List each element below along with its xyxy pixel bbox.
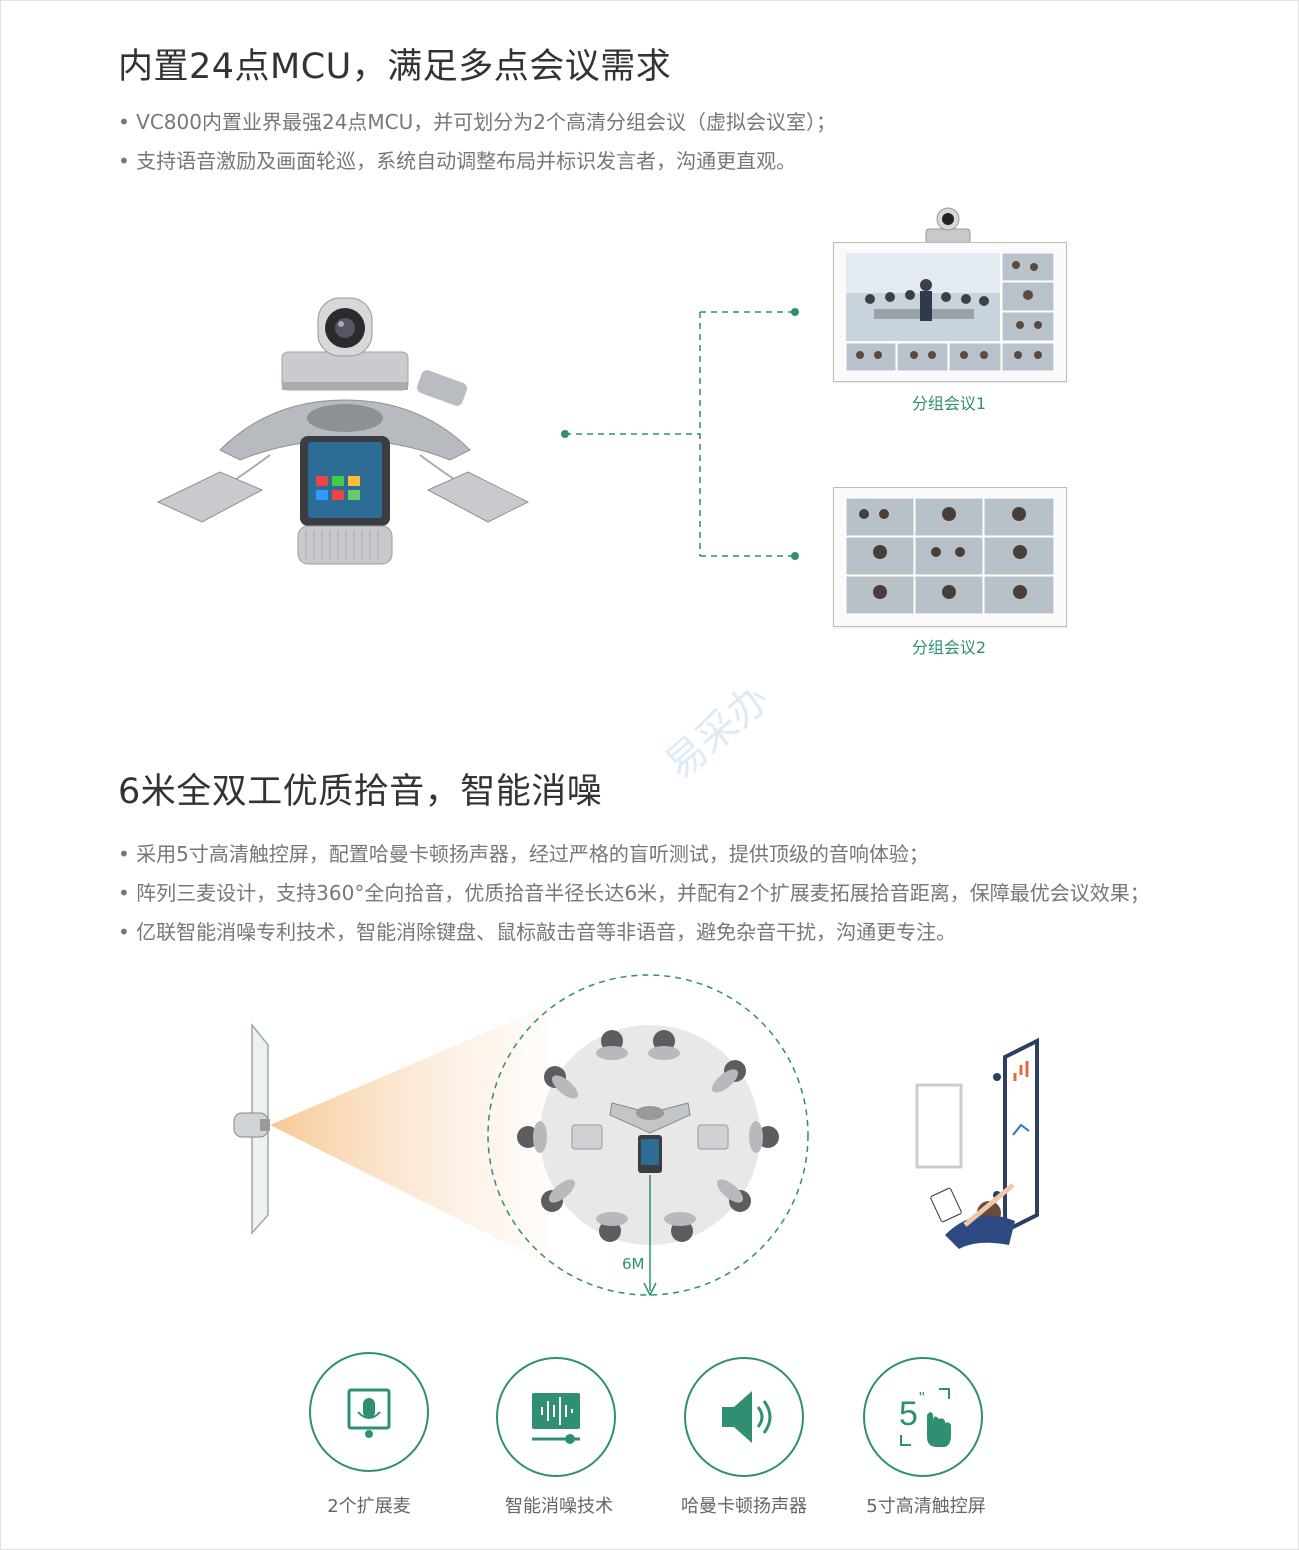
section1-bullet: 支持语音激励及画面轮巡，系统自动调整布局并标识发言者，沟通更直观。	[118, 142, 836, 181]
feature-touchscreen: 5 "	[863, 1357, 983, 1477]
section2-bullet: 亿联智能消噪专利技术，智能消除键盘、鼠标敲击音等非语音，避免杂音干扰，沟通更专注…	[118, 913, 1150, 952]
group-meeting-1-label: 分组会议1	[911, 394, 987, 413]
section2-bullet: 采用5寸高清触控屏，配置哈曼卡顿扬声器，经过严格的盲听测试，提供顶级的音响体验；	[118, 835, 1150, 874]
feature-noise-reduction	[496, 1357, 616, 1477]
video-grid-2	[845, 497, 1055, 615]
svg-text:": "	[919, 1390, 925, 1407]
section1-title: 内置24点MCU，满足多点会议需求	[118, 47, 672, 87]
connector-lines	[561, 308, 799, 560]
feature-label: 2个扩展麦	[327, 1496, 411, 1517]
feature-label: 哈曼卡顿扬声器	[681, 1496, 807, 1517]
pickup-range-diagram	[233, 974, 809, 1297]
video-grid-1	[845, 252, 1055, 372]
feature-label: 智能消噪技术	[505, 1496, 613, 1517]
feature-label: 5寸高清触控屏	[866, 1496, 986, 1517]
speaker-icon	[722, 1391, 772, 1443]
presenter-whiteboard-illustration	[915, 1037, 1039, 1249]
section1-bullet: VC800内置业界最强24点MCU，并可划分为2个高清分组会议（虚拟会议室）；	[118, 103, 836, 142]
feature-speaker	[684, 1357, 804, 1477]
feature-extension-mic	[309, 1352, 429, 1472]
top-camera-icon	[925, 207, 971, 244]
group-meeting-2-label: 分组会议2	[911, 638, 987, 657]
section2-title: 6米全双工优质拾音，智能消噪	[118, 772, 603, 812]
section2-bullet: 阵列三麦设计，支持360°全向拾音，优质拾音半径长达6米，并配有2个扩展麦拓展拾…	[118, 874, 1150, 913]
group-meeting-1-display	[833, 242, 1067, 382]
section2-bullets: 采用5寸高清触控屏，配置哈曼卡顿扬声器，经过严格的盲听测试，提供顶级的音响体验；…	[118, 835, 1150, 952]
section1-bullets: VC800内置业界最强24点MCU，并可划分为2个高清分组会议（虚拟会议室）； …	[118, 103, 836, 181]
group-meeting-2-display	[833, 487, 1067, 627]
noise-reduction-icon	[532, 1393, 580, 1444]
vc800-device-illustration	[156, 297, 530, 565]
extension-mic-icon	[347, 1388, 391, 1438]
radius-label: 6M	[622, 1255, 645, 1273]
svg-text:5: 5	[899, 1395, 918, 1433]
touchscreen-icon: 5 "	[899, 1388, 951, 1447]
